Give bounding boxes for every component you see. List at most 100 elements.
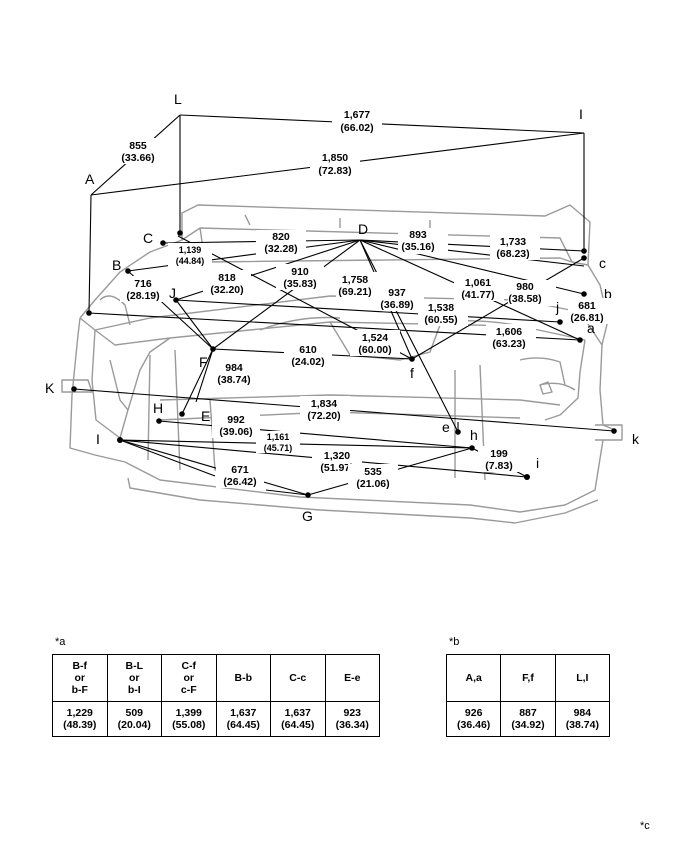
table-b-note: *b: [449, 636, 460, 648]
point-label-G: G: [302, 508, 313, 524]
svg-text:671: 671: [231, 464, 249, 476]
table-a-value-cell: 923(36.34): [324, 701, 380, 737]
dim-label-C-D: 820 (32.28): [256, 230, 306, 256]
table-a-value-cell: 1,637(64.45): [215, 701, 271, 737]
svg-text:1,834: 1,834: [311, 398, 337, 410]
dim-label-I-G: 671 (26.42): [216, 462, 264, 488]
table-a-note: *a: [55, 636, 66, 648]
svg-text:992: 992: [227, 414, 245, 426]
point-I-top-marker: [581, 248, 587, 254]
svg-text:1,606: 1,606: [496, 326, 522, 338]
dim-label-D-a: 1,758 (69.21): [336, 272, 386, 298]
point-i-marker: [524, 474, 530, 480]
point-K-marker: [71, 386, 77, 392]
dimension-labels: 1,677 (66.02) 855 (33.66) 1,850 (72.83) …: [114, 106, 612, 490]
table-a-value-row: 1,229(48.39) 509(20.04) 1,399(55.08) 1,6…: [52, 701, 380, 737]
svg-text:1,758: 1,758: [342, 274, 368, 286]
svg-text:(60.00): (60.00): [358, 344, 391, 356]
point-label-c: c: [599, 255, 606, 271]
dim-label-I-h: 1,320 (51.97): [312, 448, 362, 474]
point-I-low-marker: [117, 437, 123, 443]
point-label-I-low: I: [96, 431, 100, 447]
svg-text:1,320: 1,320: [324, 450, 350, 462]
svg-text:910: 910: [291, 266, 309, 278]
svg-text:(28.19): (28.19): [126, 290, 159, 302]
table-b-value-cell: 926(36.46): [445, 701, 502, 737]
svg-text:1,161: 1,161: [267, 432, 290, 442]
svg-text:1,677: 1,677: [344, 109, 370, 121]
svg-text:1,538: 1,538: [428, 302, 454, 314]
point-B-marker: [125, 268, 131, 274]
svg-text:(33.66): (33.66): [121, 152, 154, 164]
svg-text:(32.20): (32.20): [210, 284, 243, 296]
table-a-header-cell: C-c: [270, 654, 326, 702]
svg-text:1,733: 1,733: [500, 236, 526, 248]
svg-text:1,850: 1,850: [322, 152, 348, 164]
dim-label-D-e: 937 (36.89): [378, 285, 424, 311]
svg-text:(38.74): (38.74): [217, 374, 250, 386]
svg-text:199: 199: [490, 448, 508, 460]
point-label-e: e: [442, 419, 450, 435]
point-label-A: A: [85, 171, 95, 187]
table-b-header-cell: A,a: [445, 654, 502, 702]
point-label-I-top: I: [579, 106, 583, 122]
dim-label-B-F: 716 (28.19): [120, 276, 166, 302]
point-label-H: H: [153, 400, 163, 416]
vehicle-body-outline: [61, 204, 623, 524]
svg-text:681: 681: [578, 300, 596, 312]
table-a-value-cell: 1,229(48.39): [52, 701, 108, 737]
table-b-header-cell: L,I: [554, 654, 611, 702]
svg-text:(21.06): (21.06): [356, 478, 389, 490]
point-c-marker: [581, 255, 587, 261]
dim-label-L-I: 1,677 (66.02): [332, 106, 382, 134]
dim-label-F-D: 984 (38.74): [210, 360, 258, 386]
dim-label-D-f: 1,524 (60.00): [350, 330, 400, 356]
point-J-marker: [173, 297, 179, 303]
svg-text:1,061: 1,061: [465, 277, 491, 289]
dim-label-A-b: 681 (26.81): [568, 298, 612, 324]
table-a-value-cell: 509(20.04): [106, 701, 162, 737]
point-label-j: j: [555, 299, 559, 315]
svg-text:(63.23): (63.23): [492, 338, 525, 350]
svg-text:980: 980: [516, 281, 534, 293]
svg-text:(24.02): (24.02): [291, 356, 324, 368]
dim-label-D-J: 910 (35.83): [276, 264, 324, 290]
dim-label-D-c: 893 (35.16): [398, 228, 448, 254]
dim-label-J-F: 818 (32.20): [203, 270, 251, 296]
point-label-L: L: [174, 91, 182, 107]
point-A-marker: [86, 310, 92, 316]
svg-text:(26.81): (26.81): [570, 312, 603, 324]
svg-text:(72.83): (72.83): [318, 165, 351, 177]
table-b-value-cell: 984(38.74): [554, 701, 611, 737]
point-L-marker: [177, 230, 183, 236]
svg-text:855: 855: [129, 140, 147, 152]
dim-label-D-c-2: 1,733 (68.23): [490, 234, 540, 260]
svg-text:818: 818: [218, 272, 236, 284]
point-labels: L I A C B J D c b j a F f K H E I e h k …: [45, 91, 640, 524]
dim-label-C-i: 1,139 (44.84): [168, 243, 212, 267]
point-label-K: K: [45, 380, 55, 396]
dim-label-h-i: 199 (7.83): [478, 446, 524, 472]
svg-text:(35.83): (35.83): [283, 278, 316, 290]
measurement-points: [71, 230, 617, 498]
svg-text:535: 535: [364, 466, 382, 478]
point-label-B: B: [112, 257, 121, 273]
svg-text:610: 610: [299, 344, 317, 356]
point-a-marker: [577, 337, 583, 343]
table-a-value-cell: 1,637(64.45): [270, 701, 326, 737]
svg-text:1,524: 1,524: [362, 332, 388, 344]
svg-text:(36.89): (36.89): [380, 299, 413, 311]
svg-text:716: 716: [134, 278, 152, 290]
table-a-header-cell: E-e: [324, 654, 380, 702]
dim-label-A-a: 1,606 (63.23): [486, 324, 536, 350]
body-dimension-diagram: L I A C B J D c b j a F f K H E I e h k …: [45, 91, 640, 524]
dim-label-F-f: 610 (24.02): [284, 342, 332, 368]
svg-text:937: 937: [388, 287, 406, 299]
dim-label-J-j: 1,538 (60.55): [418, 300, 468, 326]
svg-text:(41.77): (41.77): [461, 289, 494, 301]
point-k-marker: [611, 428, 617, 434]
svg-text:(35.16): (35.16): [401, 241, 434, 253]
